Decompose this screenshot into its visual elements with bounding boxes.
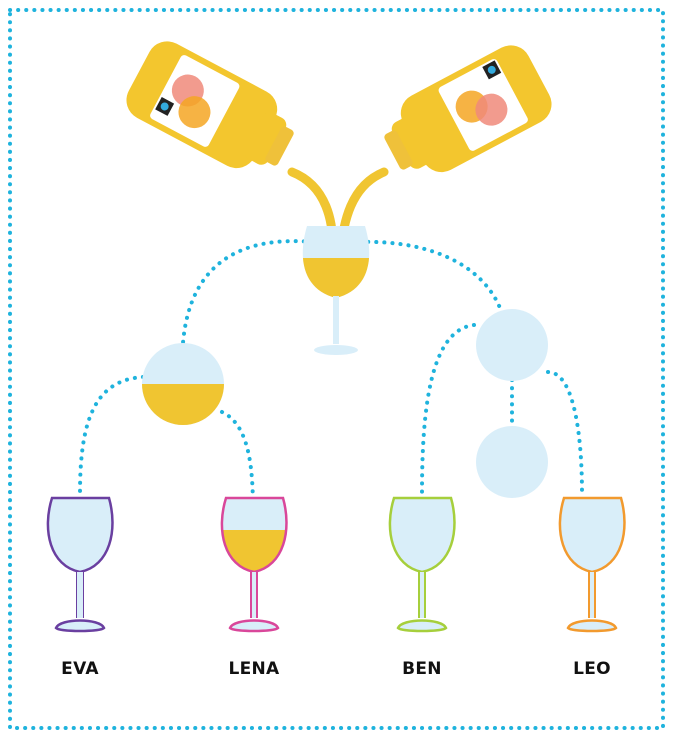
name-label-eva: EVA	[61, 659, 99, 679]
wine-glass-icon-eva	[48, 498, 113, 631]
juice-bottle-icon-right	[373, 38, 559, 190]
name-label-ben: BEN	[402, 659, 442, 679]
connector-right-ben	[422, 325, 474, 493]
left-node	[140, 343, 226, 428]
connector-left-eva	[80, 377, 143, 493]
wine-glass-icon-leo	[560, 498, 625, 631]
juice-bottle-icon-left	[119, 34, 305, 186]
right-node	[476, 309, 548, 381]
connector-top-left	[183, 241, 312, 343]
name-label-leo: LEO	[573, 659, 611, 679]
connector-right-leo	[548, 372, 582, 493]
wine-glass-icon-lena	[215, 498, 295, 631]
right-lower-node	[476, 426, 548, 498]
name-label-lena: LENA	[228, 659, 280, 679]
wine-glass-icon-ben	[390, 498, 455, 631]
connector-top-right	[360, 242, 502, 313]
dotted-frame	[10, 10, 663, 728]
wine-glass-icon-top	[298, 226, 378, 355]
